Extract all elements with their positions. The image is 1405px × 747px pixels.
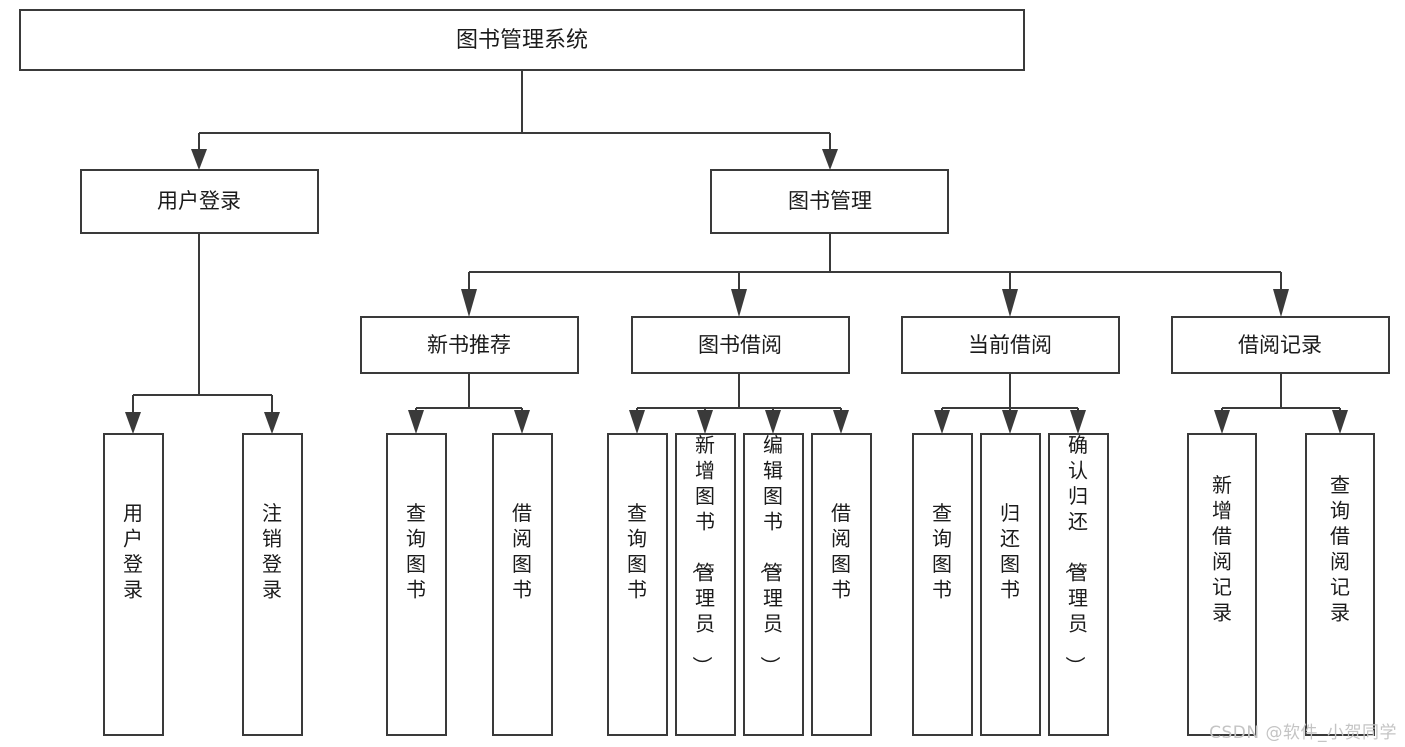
user-login-box[interactable]	[79, 168, 320, 235]
leaf-nodes: 用户登录 注销登录 查询图书 借阅图书 查询图书 新增图书（管理员）	[102, 432, 1376, 737]
node-leaf-user-logout[interactable]: 注销登录	[241, 432, 304, 737]
arrowhead-to-leaf-rec-borrow	[514, 410, 530, 434]
arrowhead-to-leaf-current-confirm	[1070, 410, 1086, 434]
csdn-watermark: CSDN @软件_小贺同学	[1209, 723, 1397, 743]
leaf-current-query-label: 查询图书	[932, 501, 952, 602]
connectors	[125, 70, 1348, 434]
leaf-borrow-query-label: 查询图书	[627, 501, 647, 602]
arrowhead-to-leaf-current-query	[934, 410, 950, 434]
connector-user-login-bus	[131, 233, 274, 417]
leaf-borrow-lend-box[interactable]	[810, 432, 873, 737]
borrow-record-box[interactable]	[1170, 315, 1391, 375]
current-borrow-label: 当前借阅	[968, 333, 1052, 357]
leaf-user-logout-box[interactable]	[241, 432, 304, 737]
node-leaf-record-query[interactable]: 查询借阅记录	[1304, 432, 1376, 737]
arrowhead-to-leaf-current-return	[1002, 410, 1018, 434]
leaf-borrow-add-label: 新增图书（管理员）	[690, 433, 715, 676]
leaf-rec-borrow-label: 借阅图书	[512, 501, 532, 602]
connector-root-bus	[197, 70, 832, 155]
leaf-rec-borrow-box[interactable]	[491, 432, 554, 737]
arrowhead-to-new-book-rec	[461, 289, 477, 317]
arrowhead-to-leaf-record-add	[1214, 410, 1230, 434]
leaf-borrow-lend-label: 借阅图书	[831, 501, 851, 602]
node-leaf-current-confirm[interactable]: 确认归还（管理员）	[1047, 432, 1110, 737]
new-book-rec-label: 新书推荐	[427, 333, 511, 357]
node-leaf-rec-borrow[interactable]: 借阅图书	[491, 432, 554, 737]
leaf-current-confirm-box[interactable]	[1047, 432, 1110, 737]
arrowhead-to-book-manage	[822, 149, 838, 170]
node-new-book-rec[interactable]: 新书推荐	[359, 315, 580, 375]
arrowhead-to-leaf-borrow-lend	[833, 410, 849, 434]
leaf-rec-query-label: 查询图书	[406, 501, 426, 602]
arrowhead-to-user-login	[191, 149, 207, 170]
arrowhead-to-borrow-record	[1273, 289, 1289, 317]
node-leaf-current-query[interactable]: 查询图书	[911, 432, 974, 737]
leaf-current-query-box[interactable]	[911, 432, 974, 737]
book-borrow-label: 图书借阅	[698, 333, 782, 357]
leaf-record-query-label: 查询借阅记录	[1330, 473, 1350, 625]
arrowhead-to-book-borrow	[731, 289, 747, 317]
node-leaf-record-add[interactable]: 新增借阅记录	[1186, 432, 1258, 737]
leaf-user-login-box[interactable]	[102, 432, 165, 737]
leaf-current-return-label: 归还图书	[1000, 501, 1020, 602]
node-leaf-user-login[interactable]: 用户登录	[102, 432, 165, 737]
arrowhead-to-leaf-record-query	[1332, 410, 1348, 434]
arrowhead-to-leaf-borrow-query	[629, 410, 645, 434]
root-box[interactable]	[18, 8, 1026, 72]
node-leaf-borrow-lend[interactable]: 借阅图书	[810, 432, 873, 737]
borrow-record-label: 借阅记录	[1238, 333, 1322, 357]
leaf-borrow-edit-label: 编辑图书（管理员）	[758, 433, 783, 676]
node-borrow-record[interactable]: 借阅记录	[1170, 315, 1391, 375]
node-user-login[interactable]: 用户登录	[79, 168, 320, 235]
leaf-user-login-label: 用户登录	[123, 501, 143, 602]
leaf-record-query-box[interactable]	[1304, 432, 1376, 737]
arrowhead-to-leaf-borrow-add	[697, 410, 713, 434]
connector-book-manage-bus	[467, 233, 1283, 292]
arrowhead-to-leaf-borrow-edit	[765, 410, 781, 434]
connector-new-book-rec-bus	[414, 373, 524, 416]
leaf-record-add-label: 新增借阅记录	[1212, 473, 1232, 625]
node-book-borrow[interactable]: 图书借阅	[630, 315, 851, 375]
leaf-borrow-edit-box[interactable]	[742, 432, 805, 737]
node-root[interactable]: 图书管理系统	[18, 8, 1026, 72]
connector-current-borrow-bus	[940, 373, 1080, 416]
book-manage-box[interactable]	[709, 168, 950, 235]
arrowhead-to-leaf-user-logout	[264, 412, 280, 434]
node-leaf-borrow-edit[interactable]: 编辑图书（管理员）	[742, 432, 805, 737]
node-leaf-borrow-add[interactable]: 新增图书（管理员）	[674, 432, 737, 737]
leaf-borrow-add-box[interactable]	[674, 432, 737, 737]
current-borrow-box[interactable]	[900, 315, 1121, 375]
leaf-current-return-box[interactable]	[979, 432, 1042, 737]
book-manage-label: 图书管理	[788, 189, 872, 213]
connector-book-borrow-bus	[635, 373, 843, 416]
arrowhead-to-leaf-user-login	[125, 412, 141, 434]
leaf-rec-query-box[interactable]	[385, 432, 448, 737]
root-label: 图书管理系统	[456, 28, 588, 53]
user-login-label: 用户登录	[157, 189, 241, 213]
node-leaf-borrow-query[interactable]: 查询图书	[606, 432, 669, 737]
leaf-borrow-query-box[interactable]	[606, 432, 669, 737]
node-leaf-rec-query[interactable]: 查询图书	[385, 432, 448, 737]
arrowhead-to-leaf-rec-query	[408, 410, 424, 434]
node-current-borrow[interactable]: 当前借阅	[900, 315, 1121, 375]
leaf-user-logout-label: 注销登录	[262, 501, 282, 602]
new-book-rec-box[interactable]	[359, 315, 580, 375]
book-borrow-box[interactable]	[630, 315, 851, 375]
leaf-current-confirm-label: 确认归还（管理员）	[1063, 433, 1088, 676]
node-book-manage[interactable]: 图书管理	[709, 168, 950, 235]
leaf-record-add-box[interactable]	[1186, 432, 1258, 737]
connector-borrow-record-bus	[1220, 373, 1342, 416]
node-leaf-current-return[interactable]: 归还图书	[979, 432, 1042, 737]
arrowhead-to-current-borrow	[1002, 289, 1018, 317]
